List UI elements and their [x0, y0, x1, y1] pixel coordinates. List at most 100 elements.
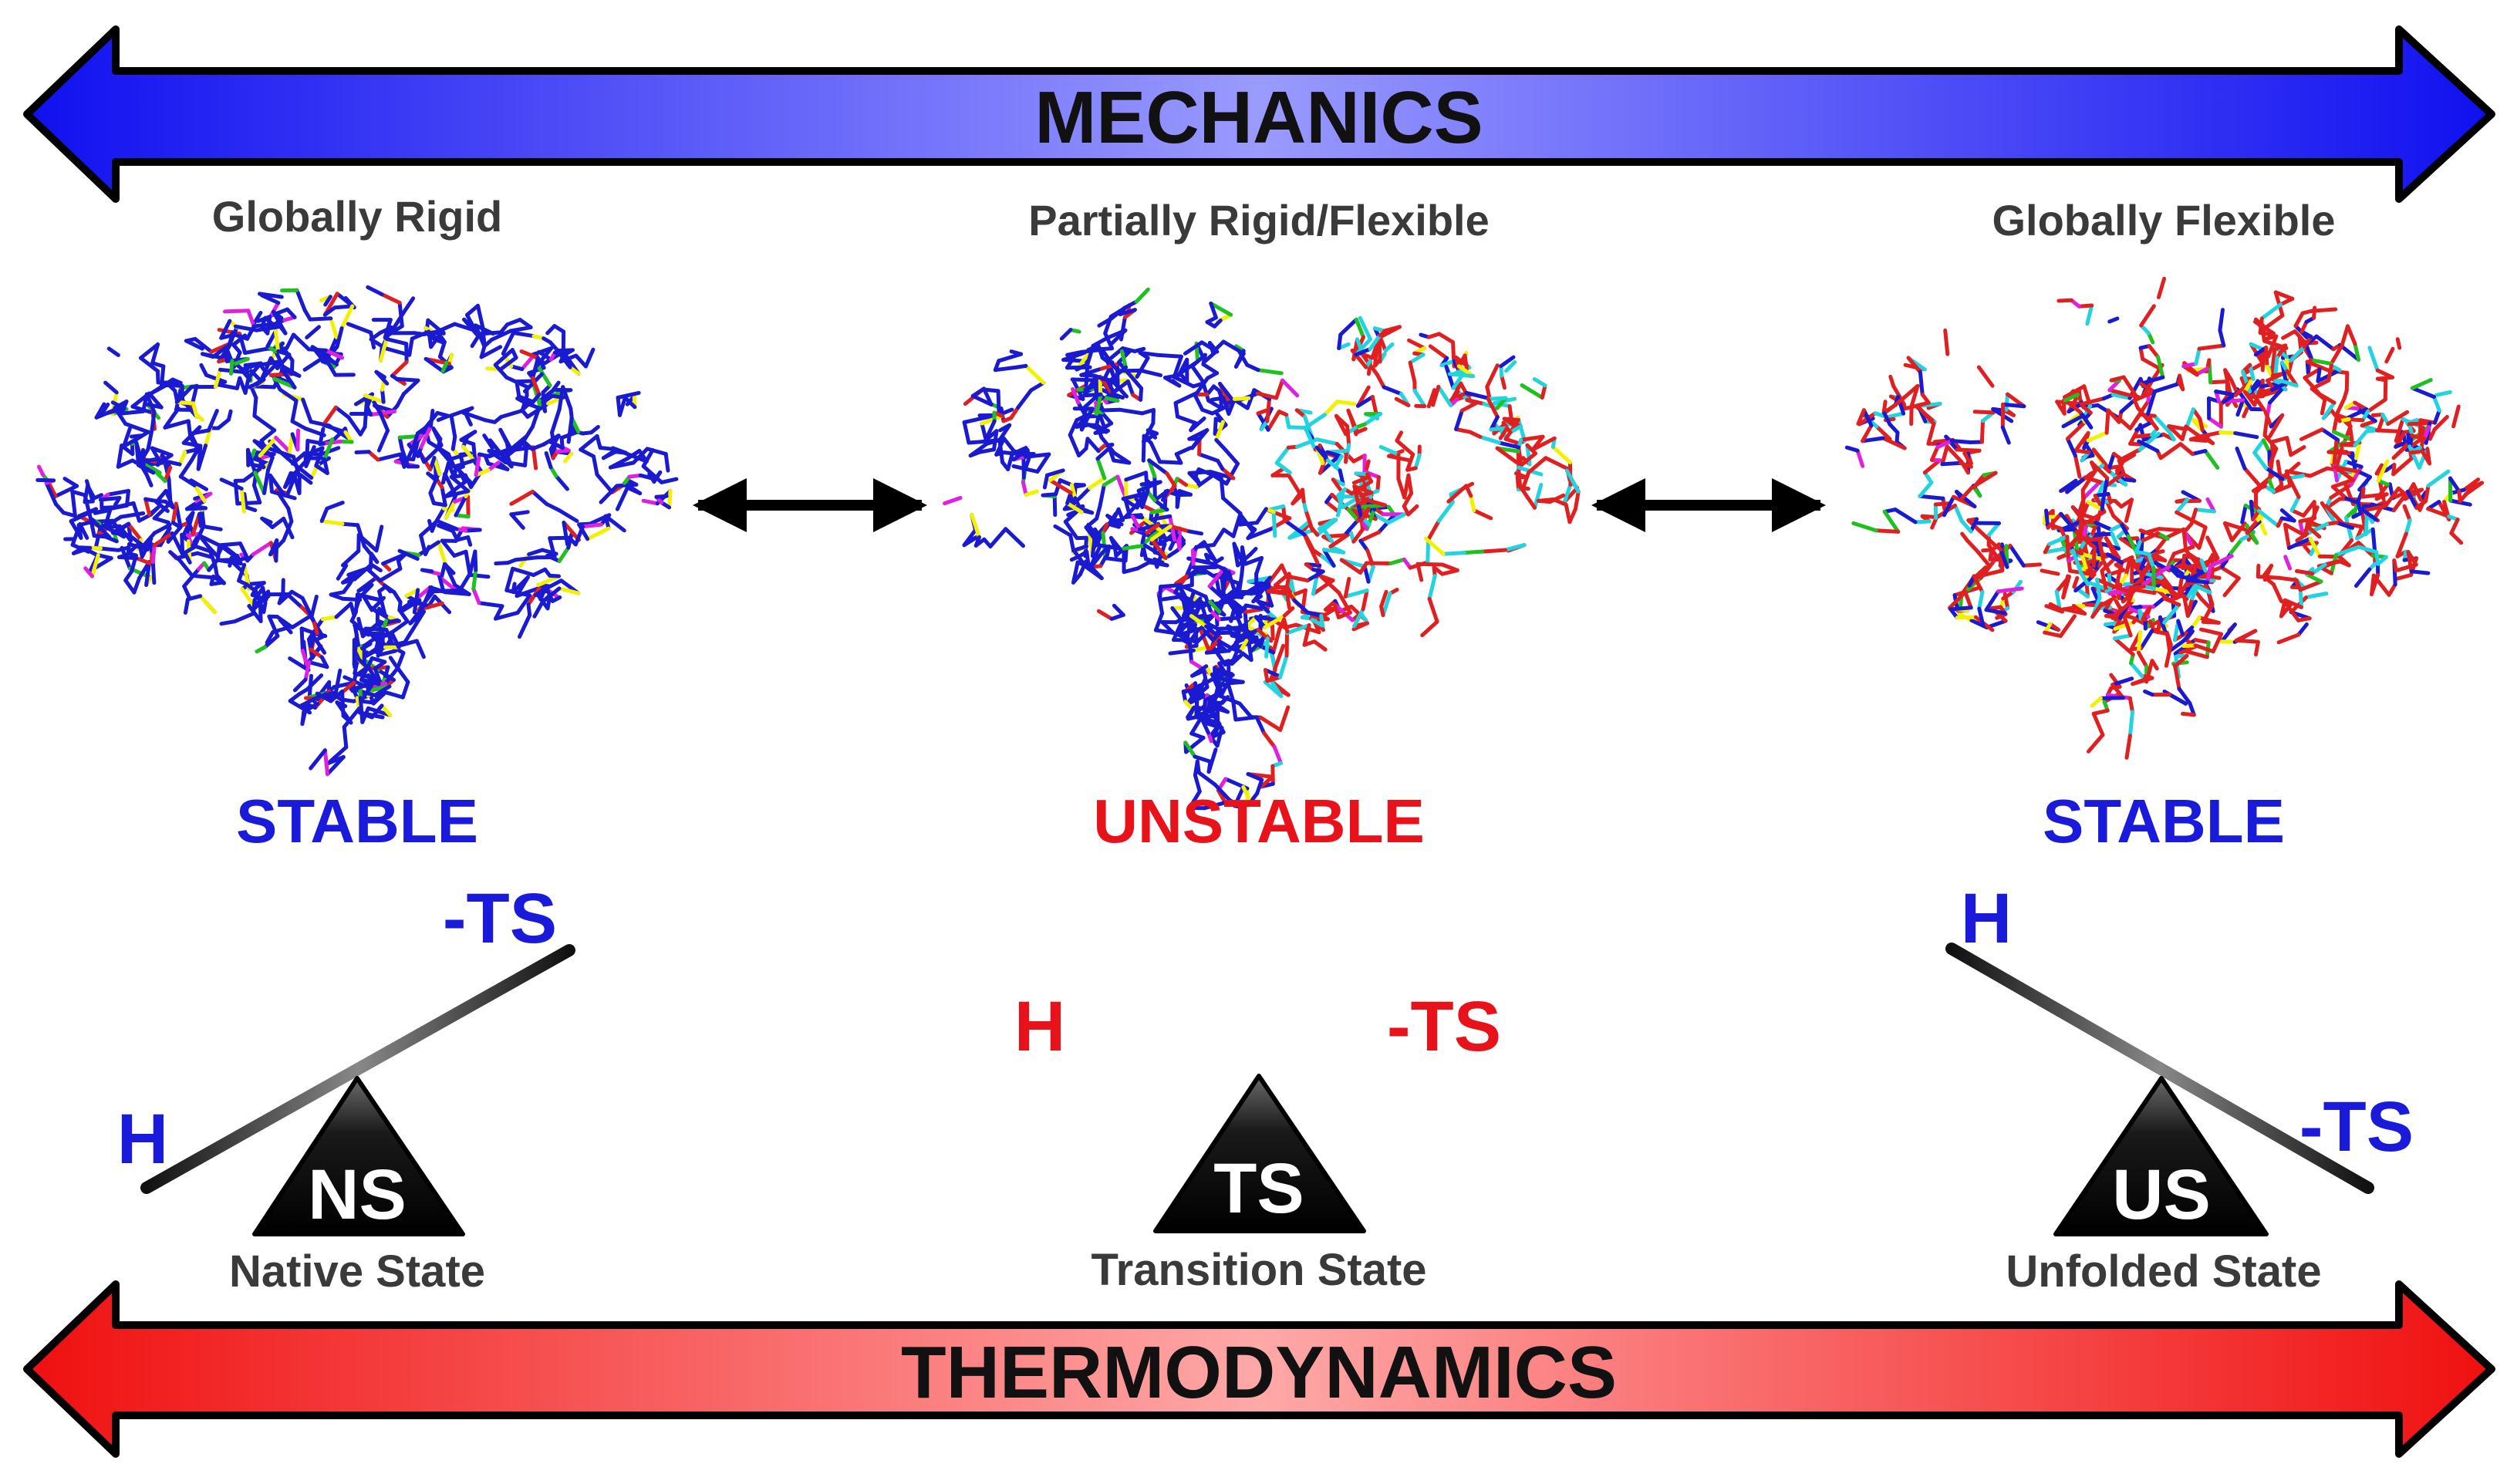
protein-bond	[531, 445, 538, 470]
protein-bond	[1882, 398, 1904, 416]
protein-bond	[1053, 524, 1073, 538]
rigidity-label-native: Globally Rigid	[212, 192, 502, 241]
protein-bond	[2124, 734, 2132, 760]
protein-bond	[1189, 712, 1206, 736]
protein-bond	[1986, 521, 2001, 538]
protein-bond	[1084, 559, 1104, 581]
protein-bond	[183, 447, 201, 454]
protein-bond	[1343, 577, 1351, 599]
protein-bond	[1856, 408, 1866, 426]
protein-bond	[248, 581, 266, 586]
protein-bond	[1210, 562, 1228, 572]
protein-bond	[1041, 492, 1058, 497]
protein-bond	[1371, 499, 1388, 508]
protein-bond	[1238, 639, 1249, 654]
protein-bond	[353, 562, 373, 582]
protein-bond	[599, 513, 612, 527]
protein-bond	[1975, 550, 1992, 568]
protein-bond	[1165, 471, 1177, 488]
protein-bond	[226, 325, 239, 350]
protein-bond	[2406, 433, 2412, 449]
protein-bond	[962, 415, 989, 424]
protein-bond	[97, 521, 118, 535]
protein-bond	[1204, 624, 1223, 640]
protein-bond	[2407, 444, 2421, 470]
protein-bond	[232, 332, 249, 341]
protein-bond	[123, 578, 137, 595]
protein-bond	[2270, 347, 2277, 369]
protein-bond	[311, 618, 319, 636]
protein-bond	[2451, 404, 2461, 429]
protein-bond	[1882, 411, 1892, 427]
protein-bond	[305, 325, 321, 339]
protein-bond	[2138, 375, 2165, 386]
protein-bond	[288, 656, 311, 673]
protein-bond	[1196, 709, 1210, 735]
protein-bond	[1977, 606, 1986, 628]
protein-bond	[1149, 440, 1162, 464]
protein-bond	[380, 387, 386, 404]
protein-bond	[943, 496, 963, 506]
protein-bond	[2152, 413, 2171, 434]
protein-bond	[2091, 708, 2110, 716]
protein-bond	[2127, 558, 2144, 571]
protein-bond	[994, 437, 1006, 457]
protein-bond	[90, 553, 100, 578]
protein-bond	[1413, 453, 1422, 470]
protein-bond	[531, 489, 548, 506]
protein-bond	[1388, 557, 1406, 565]
protein-bond	[243, 346, 268, 355]
protein-bond	[98, 496, 122, 502]
protein-bond	[1172, 525, 1192, 534]
protein-bond	[1045, 468, 1065, 477]
protein-bond	[531, 567, 548, 577]
protein-bond	[342, 707, 362, 729]
protein-bond	[466, 494, 471, 519]
protein-bond	[411, 431, 420, 448]
protein-bond	[2302, 335, 2313, 349]
protein-bond	[237, 562, 247, 583]
protein-bond	[303, 427, 326, 437]
protein-bond	[323, 348, 344, 360]
protein-bond	[2275, 343, 2288, 359]
protein-bond	[520, 437, 535, 451]
protein-bond	[2132, 433, 2154, 439]
protein-bond	[1193, 773, 1202, 794]
protein-bond	[550, 595, 562, 603]
stability-label-transition: UNSTABLE	[1093, 787, 1425, 855]
protein-bond	[1255, 507, 1268, 525]
protein-bond	[453, 322, 480, 333]
protein-bond	[178, 474, 197, 487]
protein-bond	[2235, 398, 2245, 417]
protein-bond	[509, 510, 530, 517]
protein-bond	[2113, 636, 2135, 656]
protein-bond	[2103, 597, 2114, 613]
protein-bond	[1972, 470, 1998, 488]
protein-bond	[449, 474, 471, 494]
protein-bond	[1976, 365, 1995, 388]
protein-bond	[403, 626, 417, 645]
protein-bond	[511, 566, 536, 577]
protein-structure-native	[35, 285, 679, 777]
protein-bond	[1303, 413, 1327, 430]
protein-bond	[1304, 508, 1314, 533]
protein-bond	[1172, 375, 1196, 389]
protein-bond	[2283, 522, 2307, 538]
protein-bond	[1255, 777, 1264, 796]
protein-bond	[508, 325, 533, 333]
protein-bond	[1324, 500, 1341, 514]
protein-bond	[1930, 445, 1940, 462]
protein-bond	[2240, 504, 2248, 524]
protein-bond	[356, 575, 378, 593]
protein-bond	[154, 457, 182, 467]
protein-bond	[2402, 504, 2412, 523]
protein-bond	[2289, 608, 2301, 622]
protein-bond	[113, 496, 122, 508]
protein-bond	[2158, 615, 2168, 636]
protein-bond	[412, 609, 426, 630]
protein-bond	[1415, 562, 1445, 567]
protein-bond	[374, 369, 390, 386]
protein-bond	[245, 447, 258, 475]
protein-bond	[299, 695, 319, 708]
protein-bond	[449, 413, 457, 439]
